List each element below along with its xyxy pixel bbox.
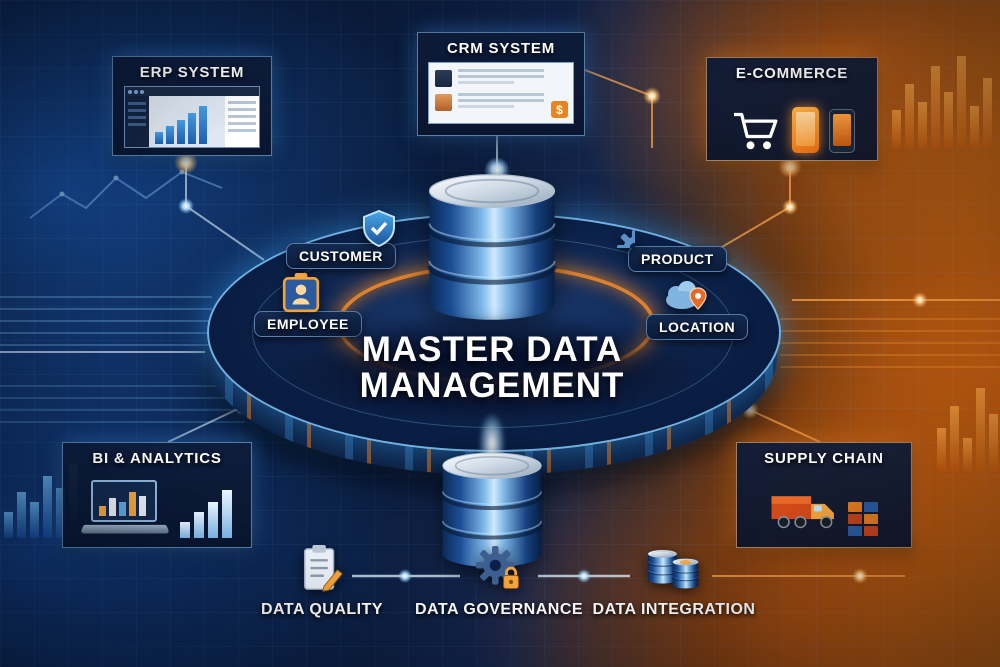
domain-product: PRODUCT <box>628 246 727 272</box>
database-cylinder-icon <box>417 166 567 331</box>
data-governance-label: DATA GOVERNANCE <box>414 601 584 618</box>
data-quality-label: DATA QUALITY <box>260 601 384 618</box>
process-data-governance: DATA GOVERNANCE <box>415 544 583 619</box>
shopping-cart-icon <box>733 112 777 150</box>
shield-icon <box>363 209 395 248</box>
laptop-icon <box>80 478 170 538</box>
supply-chain-label: SUPPLY CHAIN <box>764 450 884 467</box>
process-data-integration: DATA INTEGRATION <box>592 546 756 619</box>
erp-system-box: ERP SYSTEM <box>112 56 272 156</box>
gear-padlock-icon <box>475 545 519 589</box>
contact-row <box>435 93 567 111</box>
truck-icon <box>771 496 834 529</box>
process-data-quality: DATA QUALITY <box>260 544 384 619</box>
equalizer-bars-top-right <box>892 52 992 148</box>
circuit-stripes-left <box>0 296 212 346</box>
contact-row <box>435 69 567 87</box>
erp-dashboard-screenshot <box>124 86 260 148</box>
dollar-badge: $ <box>551 101 568 118</box>
title-line-2: MANAGEMENT <box>359 366 625 406</box>
ecommerce-label: E-COMMERCE <box>735 65 849 82</box>
window-titlebar <box>125 87 259 96</box>
databases-icon <box>647 549 699 589</box>
avatar <box>435 69 452 87</box>
bi-analytics-box: BI & ANALYTICS <box>62 442 252 548</box>
supply-chain-box: SUPPLY CHAIN <box>736 442 912 548</box>
ecommerce-box: E-COMMERCE <box>706 57 878 161</box>
bi-analytics-label: BI & ANALYTICS <box>92 450 222 467</box>
sidebar-thumbnail <box>125 96 149 147</box>
list-thumbnail <box>225 96 259 147</box>
gear-icon <box>597 210 635 248</box>
smartphone-icon-2 <box>828 109 855 153</box>
cargo-containers-icon <box>848 502 878 536</box>
circuit-stripes-right <box>780 318 1000 368</box>
erp-system-label: ERP SYSTEM <box>139 64 245 81</box>
page-title: MASTER DATA MANAGEMENT <box>312 330 672 406</box>
rising-bars-icon <box>180 486 232 538</box>
circuit-stripes-bottom-left <box>0 385 245 423</box>
crm-system-label: CRM SYSTEM <box>446 40 555 57</box>
avatar <box>435 93 452 111</box>
data-integration-label: DATA INTEGRATION <box>592 601 756 618</box>
smartphone-icon <box>791 107 819 153</box>
line-chart-decoration <box>29 169 223 219</box>
crm-system-box: CRM SYSTEM $ <box>417 32 585 136</box>
bar-chart-thumbnail <box>149 96 225 147</box>
id-badge-icon <box>282 273 320 313</box>
checklist-pencil-icon <box>303 544 343 592</box>
cloud-location-icon <box>666 281 707 310</box>
title-line-1: MASTER DATA <box>361 330 623 369</box>
laptop-chart-screen <box>91 480 157 522</box>
equalizer-bars-mid-right <box>937 372 998 472</box>
domain-customer: CUSTOMER <box>286 243 396 269</box>
crm-contacts-screenshot: $ <box>428 62 574 124</box>
